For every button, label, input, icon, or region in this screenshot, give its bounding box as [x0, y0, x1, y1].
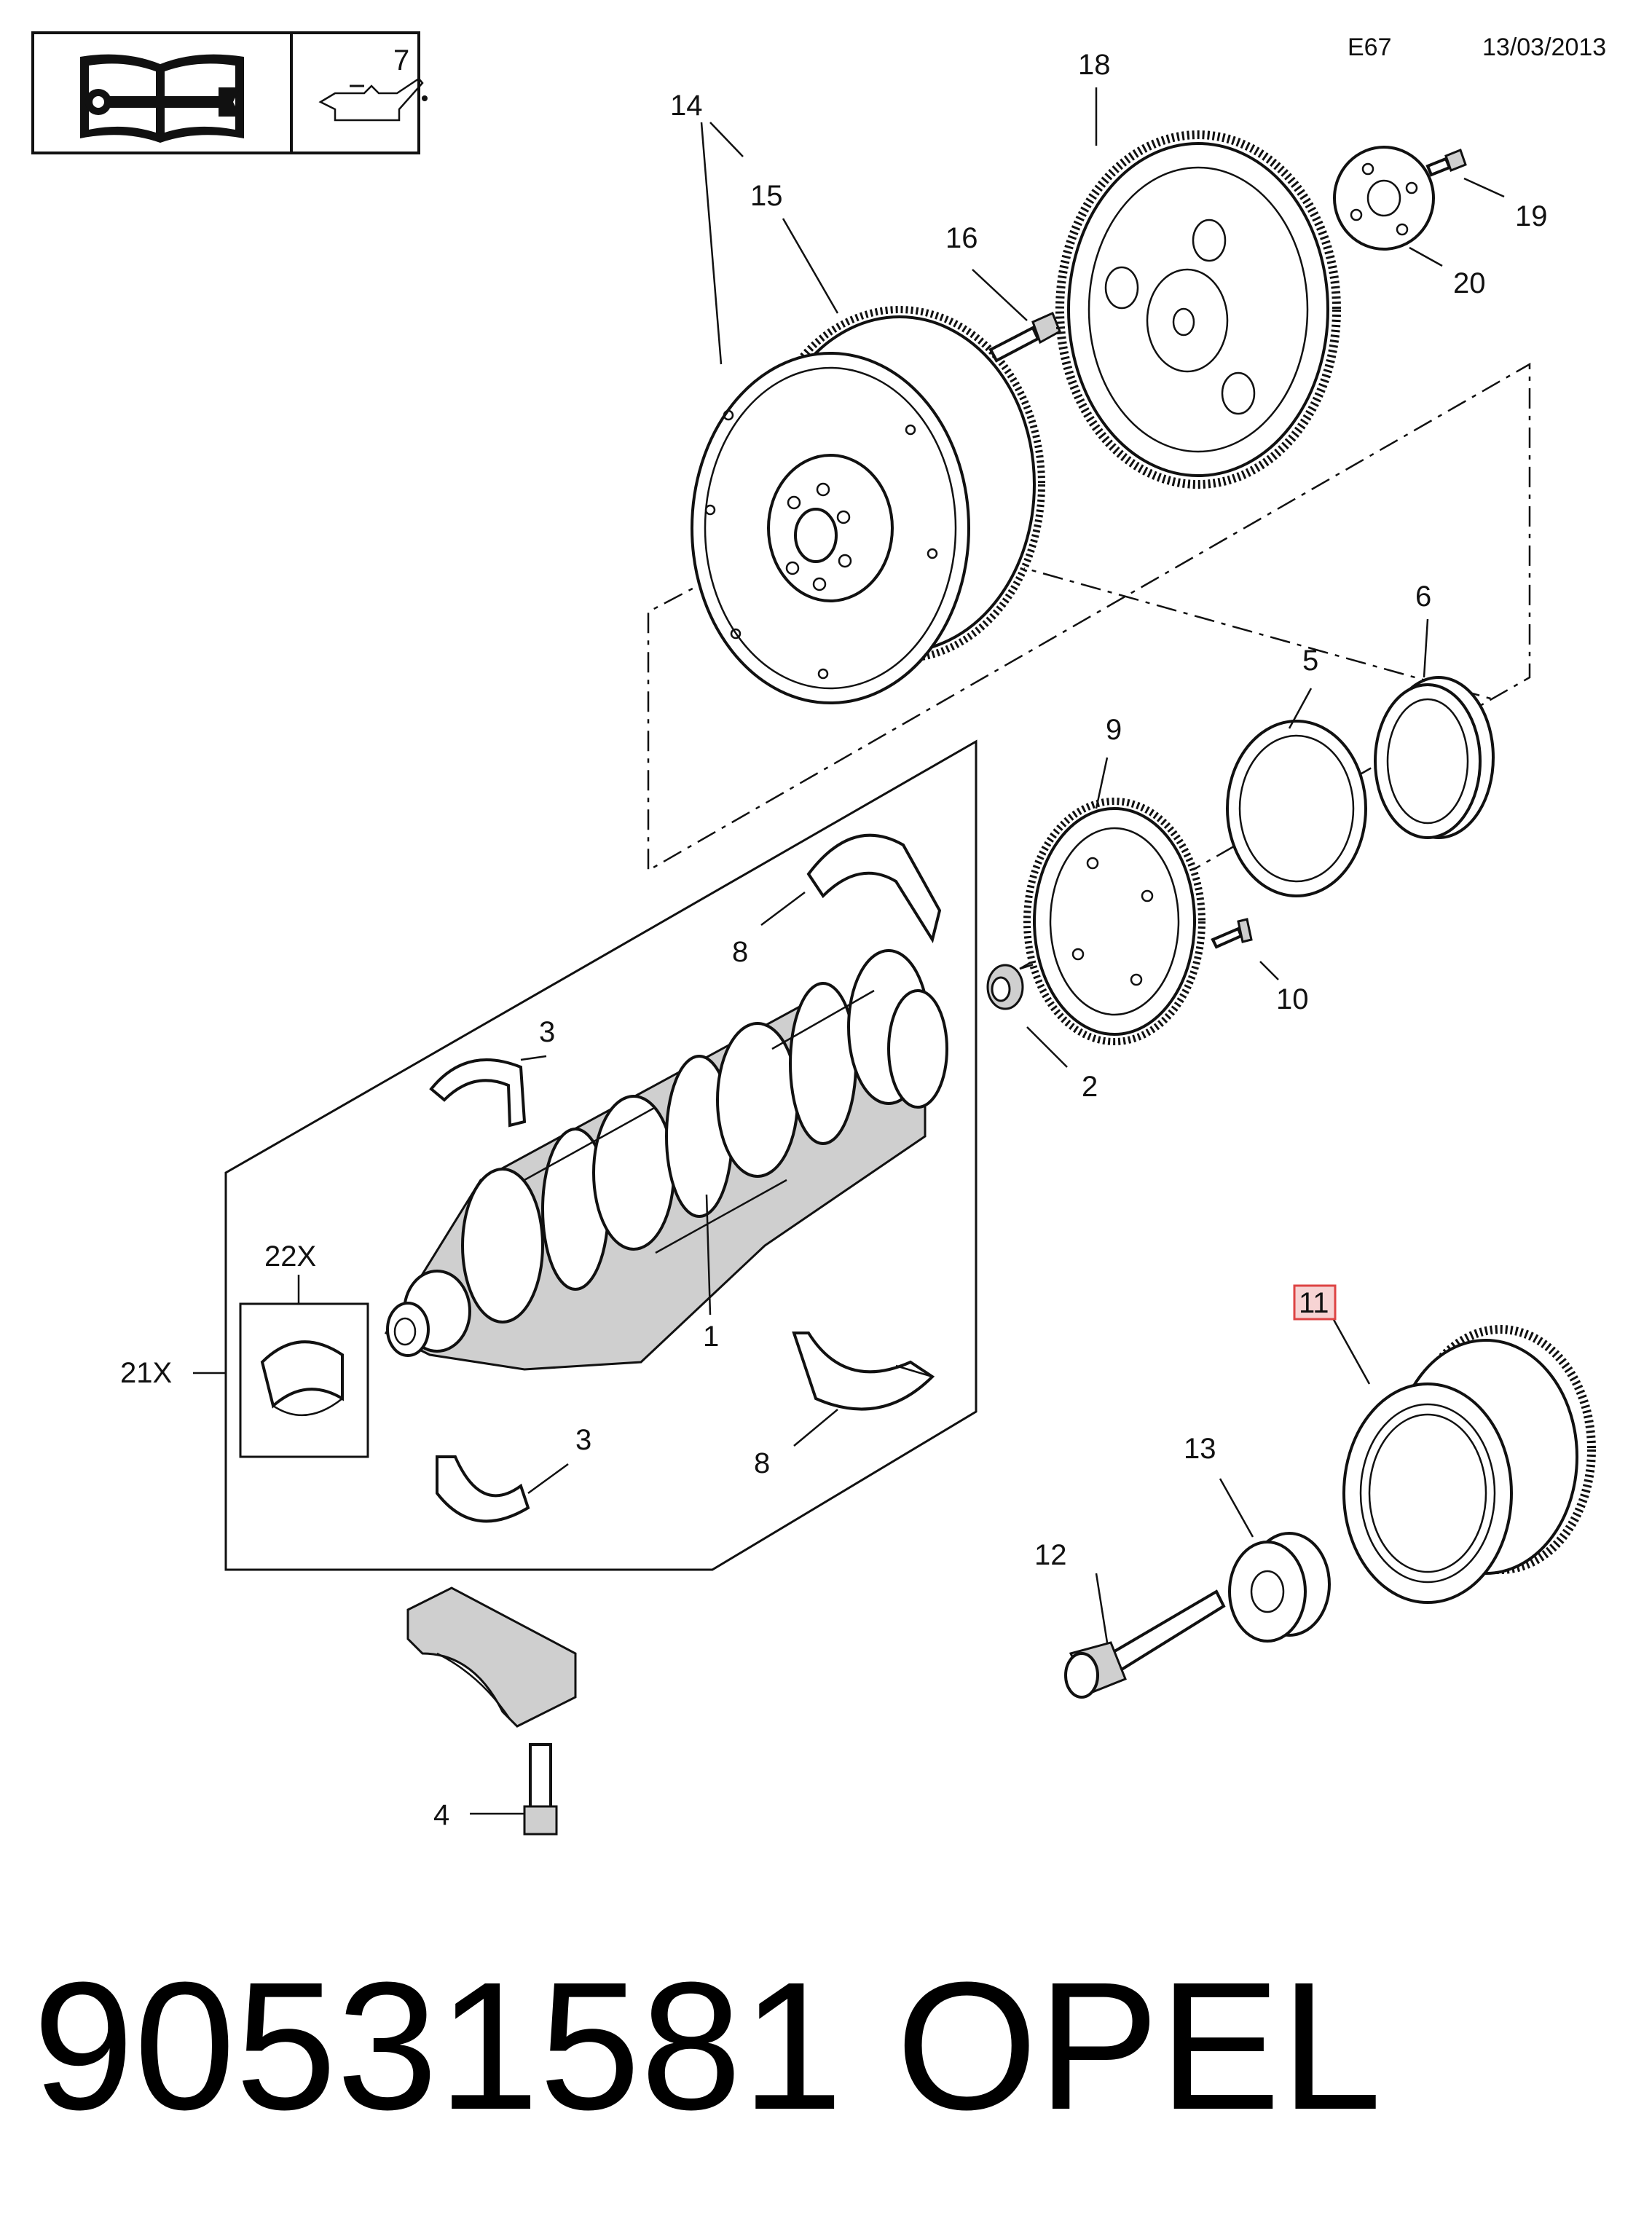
callout-19: 19: [1515, 200, 1548, 232]
crankshaft-rear-seal: [1374, 676, 1495, 839]
header-icon-box: 7: [31, 31, 428, 154]
callout-6: 6: [1415, 581, 1431, 613]
callout-8-upper: 8: [732, 936, 748, 968]
callout-13: 13: [1184, 1433, 1216, 1465]
catalog-code: E67: [1348, 34, 1392, 61]
callout-16: 16: [945, 222, 978, 254]
callout-3-upper: 3: [539, 1016, 555, 1048]
callout-4: 4: [433, 1799, 449, 1831]
crankshaft-damper-pulley: [1342, 1325, 1596, 1604]
pulley-spacer: [1228, 1532, 1331, 1643]
callout-18: 18: [1078, 49, 1111, 81]
callout-12: 12: [1034, 1539, 1067, 1571]
manual-book-wrench-icon: [80, 54, 244, 143]
flexplate-bolt: [1425, 149, 1467, 177]
main-bearing-shell-lower: [792, 1332, 935, 1411]
flywheel-bolt: [988, 311, 1061, 363]
main-bearing-bolt: [523, 1743, 558, 1836]
rod-bearing-shell-lower: [436, 1455, 530, 1523]
bearing-set-shell: [260, 1340, 344, 1417]
main-bearing-cap: [406, 1586, 577, 1728]
callout-9: 9: [1106, 714, 1122, 746]
callout-10: 10: [1276, 983, 1309, 1015]
callout-20: 20: [1453, 267, 1486, 299]
crankshaft: [384, 949, 948, 1371]
catalog-date: 13/03/2013: [1482, 34, 1606, 61]
reluctor-wheel: [1023, 798, 1205, 1045]
main-bearing-shell-upper: [806, 833, 942, 944]
callout-labels: 14 15 16 18 19 20 6 5 9 10 2 8 3 1 22X 2…: [120, 49, 1548, 1831]
pilot-bearing: [986, 964, 1024, 1010]
brand-name: OPEL: [896, 1944, 1382, 2147]
leader-lines: [193, 87, 1505, 1815]
callout-11-highlight: 11: [1293, 1284, 1337, 1321]
reluctor-screw: [1211, 918, 1253, 949]
callout-8-lower: 8: [754, 1447, 770, 1479]
callout-11: 11: [1299, 1287, 1329, 1319]
callout-22x: 22X: [264, 1240, 316, 1273]
crankshaft-kit-outline: [224, 739, 978, 1571]
seal-carrier-ring: [1226, 720, 1367, 897]
oil-ref-number: 7: [393, 44, 409, 76]
flexplate: [1055, 130, 1341, 489]
callout-3-lower: 3: [575, 1424, 591, 1456]
pulley-bolt: [1064, 1589, 1226, 1699]
part-number: 90531581: [33, 1944, 843, 2147]
callout-2: 2: [1082, 1071, 1098, 1103]
spacer-plate: [1333, 146, 1435, 251]
callout-5: 5: [1302, 645, 1318, 677]
rod-bearing-shell-upper: [429, 1058, 527, 1128]
callout-15: 15: [750, 180, 783, 212]
callout-21x: 21X: [120, 1357, 172, 1389]
callout-1: 1: [703, 1321, 719, 1353]
flywheel-dual-mass: [691, 306, 1045, 704]
callout-14: 14: [670, 90, 703, 122]
oil-can-icon: [318, 77, 428, 122]
